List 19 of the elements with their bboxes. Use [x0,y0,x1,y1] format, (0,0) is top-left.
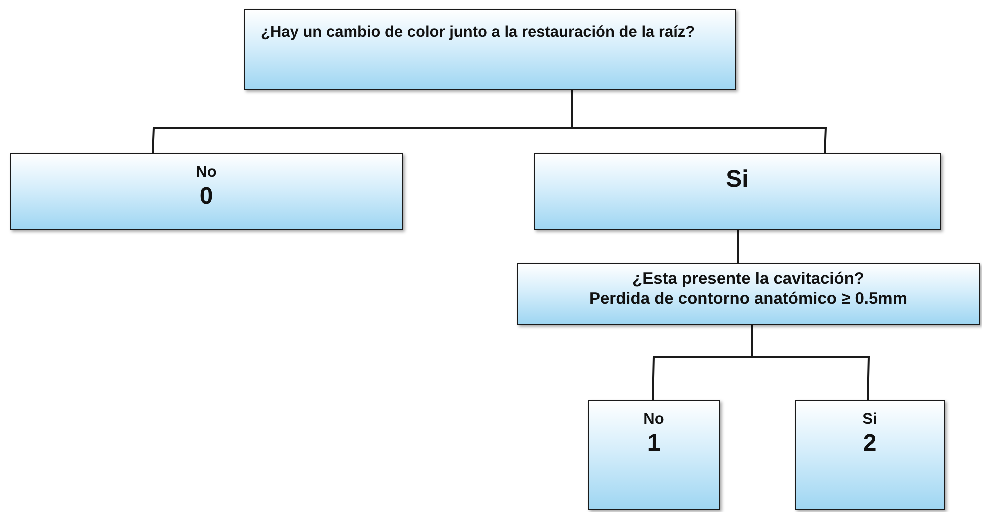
question-box [517,263,980,325]
question-box [244,9,736,90]
score-box [795,400,945,510]
score-value: 1 [647,430,661,458]
box-text: Si [726,166,749,195]
box-text: Perdida de contorno anatómico ≥ 0.5mm [589,290,908,310]
answer-box [534,153,941,230]
answer-box [10,153,403,230]
score-value: 2 [863,430,877,458]
score-box [588,400,720,510]
box-text: ¿Hay un cambio de color junto a la restauración de la raíz? [261,24,696,43]
answer-text: Si [862,411,878,430]
connector-line [751,325,870,400]
answer-text: No [644,411,664,430]
box-text: ¿Esta presente la cavitación? [632,270,864,290]
answer-text: No [196,164,217,183]
connector-line [571,90,828,154]
connector-line [737,230,739,263]
score-value: 0 [200,182,214,212]
